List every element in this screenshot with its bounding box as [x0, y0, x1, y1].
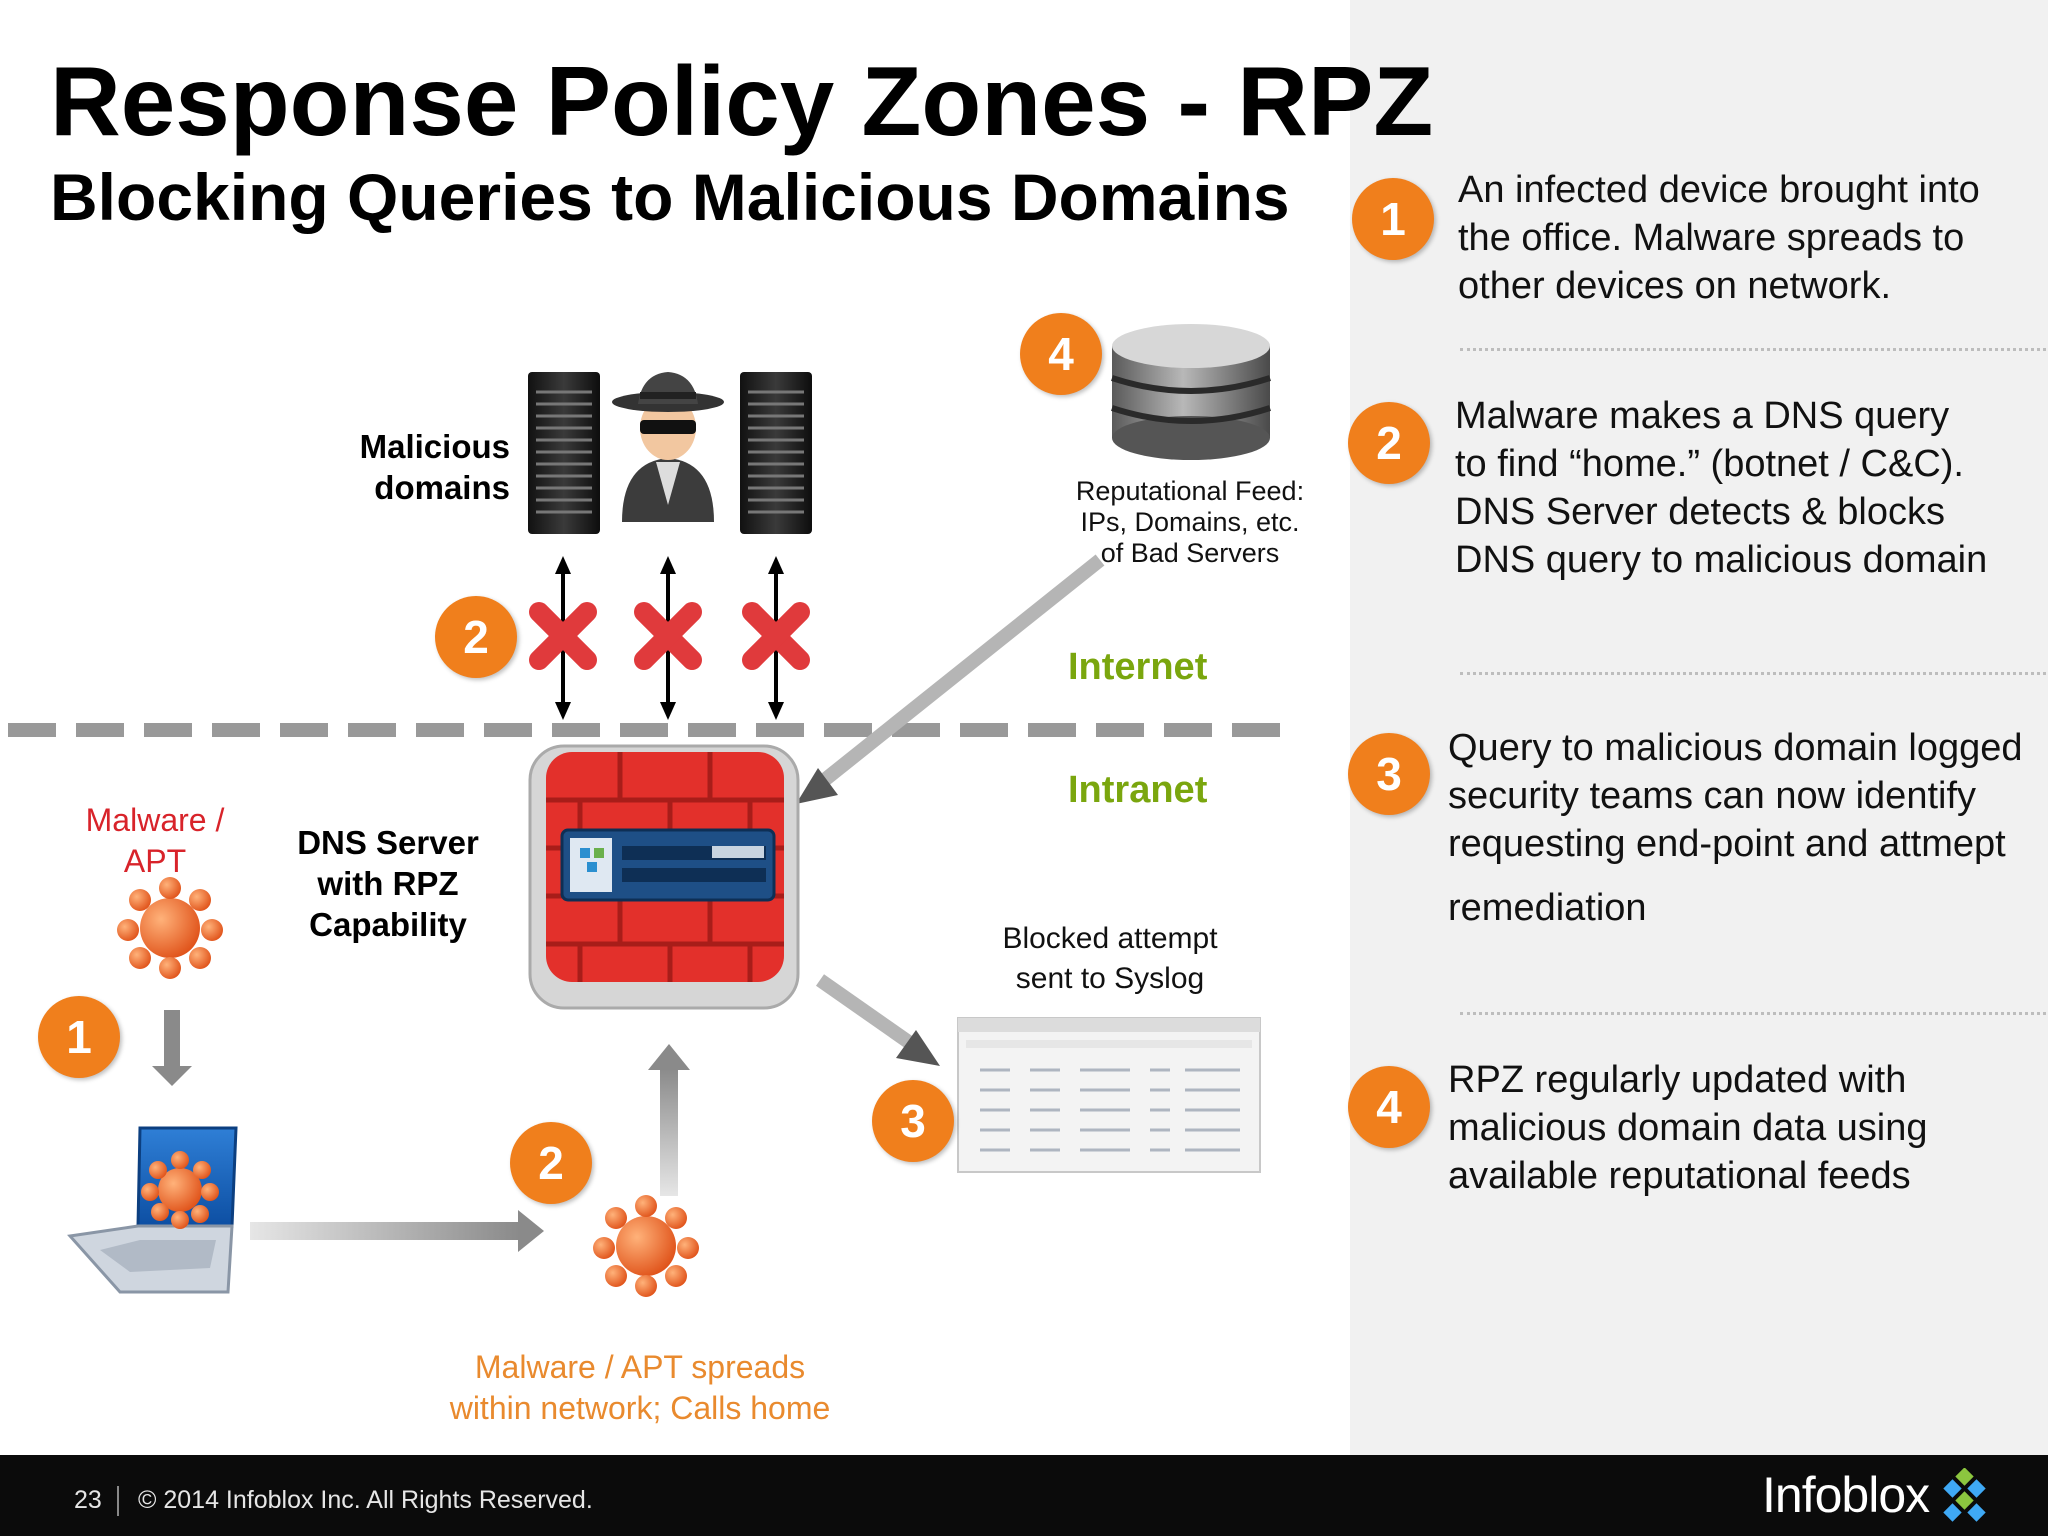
laptop-virus-icon — [141, 1151, 219, 1229]
step-3-line: remediation — [1448, 887, 1647, 929]
diagram-badge-1: 1 — [38, 996, 120, 1078]
step-1-line: An infected device brought into — [1458, 169, 1980, 211]
malicious-server-right-icon — [740, 372, 812, 534]
internet-label: Internet — [1068, 646, 1208, 688]
step-2-line: Malware makes a DNS query — [1455, 395, 1950, 437]
malware-apt-label: Malware / APT — [60, 800, 250, 882]
step-3-text: Query to malicious domain logged securit… — [1448, 724, 2023, 932]
syslog-arrow — [815, 974, 925, 1056]
step-3-line: requesting end-point and attmept — [1448, 823, 2006, 865]
label-line: Capability — [309, 906, 467, 943]
dns-server-label: DNS Server with RPZ Capability — [278, 822, 498, 945]
label-line: DNS Server — [297, 824, 479, 861]
infoblox-logo-icon — [1943, 1468, 1986, 1522]
spreads-label: Malware / APT spreads within network; Ca… — [400, 1347, 880, 1429]
step-2-line: to find “home.” (botnet / C&C). — [1455, 443, 1964, 485]
dns-server-firewall-icon — [528, 744, 800, 1010]
footer-separator — [117, 1486, 119, 1516]
label-line: Blocked attempt — [1002, 922, 1218, 955]
page-title: Response Policy Zones - RPZ — [50, 46, 1434, 156]
step-4-line: malicious domain data using — [1448, 1107, 1928, 1149]
spreading-virus-icon — [593, 1195, 699, 1297]
divider — [1460, 1012, 2046, 1015]
label-line: with RPZ — [317, 865, 459, 902]
label-line: Malware / — [85, 802, 225, 838]
copyright-text: © 2014 Infoblox Inc. All Rights Reserved… — [138, 1486, 593, 1514]
label-line: of Bad Servers — [1100, 538, 1280, 568]
step-1-badge: 1 — [1352, 178, 1434, 260]
label-line: sent to Syslog — [1015, 962, 1205, 995]
malicious-server-left-icon — [528, 372, 600, 534]
label-line: within network; Calls home — [449, 1390, 831, 1426]
call-home-arrow — [660, 1068, 678, 1196]
divider — [1460, 672, 2046, 675]
diagram-badge-3: 3 — [872, 1080, 954, 1162]
footer-bar — [0, 1455, 2048, 1536]
label-line: domains — [374, 469, 510, 506]
right-panel — [1350, 0, 2048, 1455]
blocked-attempt-label: Blocked attempt sent to Syslog — [950, 919, 1270, 999]
step-4-line: RPZ regularly updated with — [1448, 1059, 1907, 1101]
label-line: APT — [123, 843, 187, 879]
malicious-domains-label: Malicious domains — [330, 426, 510, 508]
diagram-badge-2-top: 2 — [435, 596, 517, 678]
step-4-line: available reputational feeds — [1448, 1155, 1911, 1197]
malware-virus-icon — [117, 877, 223, 979]
syslog-screenshot-icon — [957, 1017, 1261, 1173]
step-3-badge: 3 — [1348, 733, 1430, 815]
step-2-badge: 2 — [1348, 402, 1430, 484]
infection-arrow — [164, 1010, 180, 1070]
feed-arrow — [807, 554, 1105, 796]
step-4-badge: 4 — [1348, 1066, 1430, 1148]
label-line: IPs, Domains, etc. — [1080, 507, 1300, 537]
step-2-text: Malware makes a DNS query to find “home.… — [1455, 392, 1987, 584]
step-1-line: other devices on network. — [1458, 265, 1892, 307]
step-1-line: the office. Malware spreads to — [1458, 217, 1965, 259]
step-2-line: DNS query to malicious domain — [1455, 539, 1988, 581]
step-3-line: security teams can now identify — [1448, 775, 1977, 817]
label-line: Reputational Feed: — [1075, 476, 1305, 506]
label-line: Malware / APT spreads — [474, 1349, 806, 1385]
label-line: Malicious — [359, 428, 510, 465]
divider — [1460, 348, 2046, 351]
step-1-text: An infected device brought into the offi… — [1458, 166, 1980, 310]
spread-arrow — [250, 1222, 520, 1240]
reputational-feed-label: Reputational Feed: IPs, Domains, etc. of… — [1040, 476, 1340, 569]
diagram-badge-2-bottom: 2 — [510, 1122, 592, 1204]
blocked-x-icon — [529, 602, 810, 670]
step-2-line: DNS Server detects & blocks — [1455, 491, 1945, 533]
diagram-graphics — [8, 324, 1295, 1297]
diagram-badge-4: 4 — [1020, 313, 1102, 395]
hacker-icon — [612, 372, 724, 522]
step-4-text: RPZ regularly updated with malicious dom… — [1448, 1056, 1928, 1200]
step-3-line: Query to malicious domain logged — [1448, 727, 2023, 769]
infoblox-logo-text: Infoblox — [1762, 1467, 1930, 1523]
page-number: 23 — [74, 1486, 102, 1514]
intranet-label: Intranet — [1068, 769, 1208, 811]
database-icon — [1111, 324, 1271, 460]
page-subtitle: Blocking Queries to Malicious Domains — [50, 160, 1290, 234]
